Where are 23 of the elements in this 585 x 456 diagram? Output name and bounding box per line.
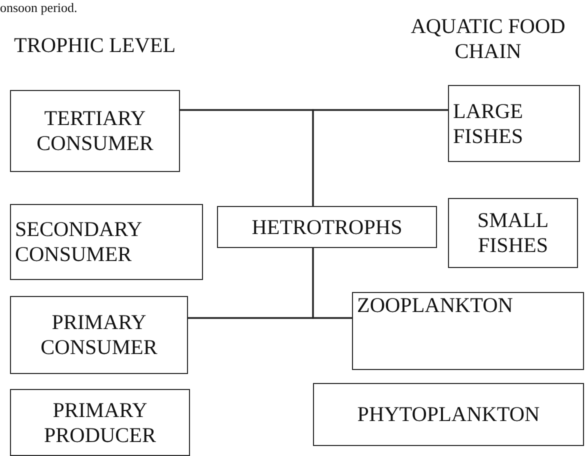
node-label: TERTIARY CONSUMER	[36, 106, 154, 156]
node-label: SECONDARY CONSUMER	[15, 217, 142, 267]
text-box	[352, 292, 584, 370]
text-box	[217, 206, 437, 248]
node-label: HETROTROPHS	[250, 214, 404, 240]
text-box	[10, 204, 203, 280]
node-label: PHYTOPLANKTON	[356, 402, 541, 427]
text-box	[313, 383, 584, 446]
text-box	[448, 85, 580, 162]
text-box	[10, 90, 180, 172]
connector-line	[312, 109, 448, 206]
text-box	[10, 389, 190, 456]
node-label: PRIMARY CONSUMER	[40, 310, 158, 360]
text-fragment: onsoon period.	[0, 0, 78, 15]
node-label: LARGE FISHES	[453, 98, 524, 148]
heading: AQUATIC FOOD CHAIN	[410, 14, 566, 64]
node-label: PRIMARY PRODUCER	[42, 398, 158, 448]
node-label: ZOOPLANKTON	[357, 293, 514, 318]
connector-line	[312, 248, 352, 319]
node-label: SMALL FISHES	[476, 208, 550, 258]
heading: TROPHIC LEVEL	[14, 33, 177, 58]
text-box	[10, 296, 188, 374]
text-box	[448, 198, 578, 268]
